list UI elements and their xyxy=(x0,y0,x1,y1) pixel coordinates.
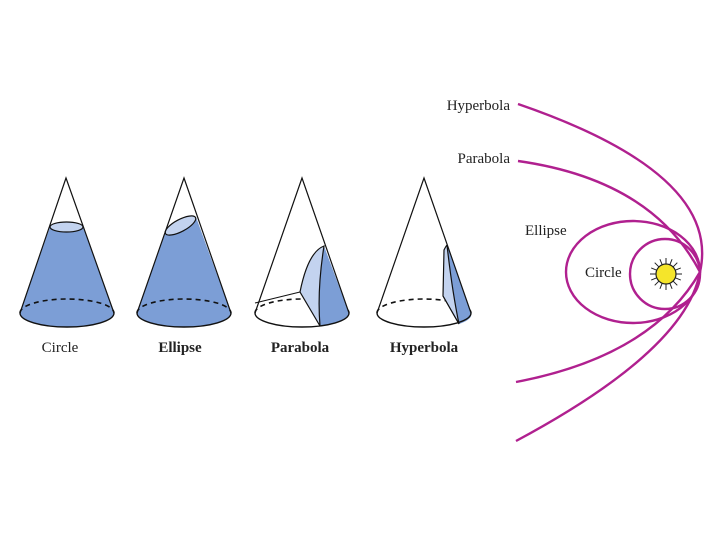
cone-hyperbola-label: Hyperbola xyxy=(390,340,459,356)
cone-ellipse-base-back xyxy=(136,298,232,314)
cone-ellipse-shaded-body xyxy=(137,217,231,327)
cone-parabola-outline xyxy=(254,176,350,314)
cone-circle-shaded-body xyxy=(20,227,114,327)
cone-circle-base-back xyxy=(19,298,115,314)
cone-hyperbola: Hyperbola xyxy=(376,176,472,356)
orbit-parabola-label: Parabola xyxy=(458,151,511,167)
cone-ellipse-outline xyxy=(136,176,232,314)
cone-circle-label: Circle xyxy=(42,340,79,356)
cone-parabola-base-front xyxy=(254,312,350,328)
cone-ellipse-section xyxy=(164,215,197,236)
cone-ellipse-label: Ellipse xyxy=(158,340,202,356)
cone-parabola: Parabola xyxy=(254,176,350,356)
cone-hyperbola-outline xyxy=(376,176,472,314)
cone-parabola-cut-line xyxy=(254,291,301,304)
orbit-circle xyxy=(628,237,702,311)
orbit-circle-label: Circle xyxy=(585,265,622,281)
cone-hyperbola-cut-line xyxy=(442,295,460,325)
orbit-hyperbola-label: Hyperbola xyxy=(447,98,511,114)
cone-ellipse-base-front xyxy=(136,312,232,328)
cone-circle-base-front xyxy=(19,312,115,328)
sun-icon xyxy=(650,258,682,290)
cone-circle-outline xyxy=(19,176,115,314)
cone-hyperbola-shaded-body xyxy=(447,245,472,324)
cone-parabola-section xyxy=(299,245,325,327)
cone-circle-section xyxy=(49,221,84,233)
cone-ellipse: Ellipse xyxy=(136,176,232,356)
cone-hyperbola-base-front xyxy=(376,312,472,328)
cone-circle: Circle xyxy=(19,176,115,356)
cone-parabola-label: Parabola xyxy=(271,340,330,356)
orbit-diagram: Hyperbola Parabola Ellipse Circle xyxy=(447,98,704,443)
orbit-ellipse-label: Ellipse xyxy=(525,223,567,239)
